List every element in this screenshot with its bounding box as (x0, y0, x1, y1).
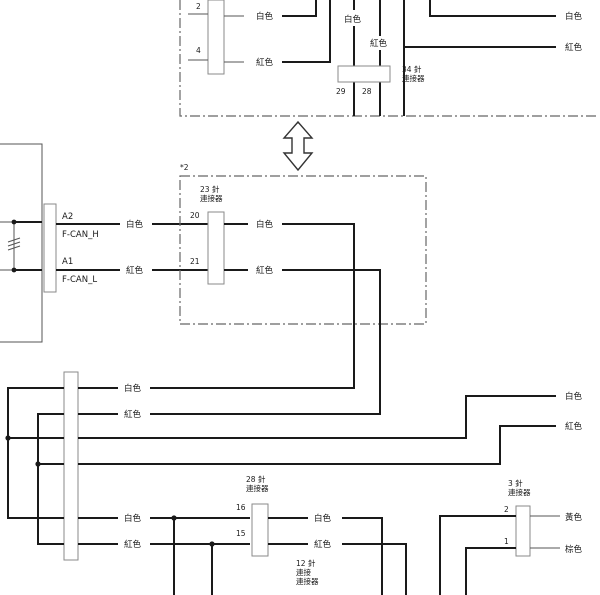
control-module (0, 143, 57, 343)
module-signal: F-CAN_H (62, 230, 99, 240)
connector-28-pin: 28 針 連接器 16 15 (236, 474, 269, 557)
pin-number: 2 (504, 505, 509, 514)
wire-label-red: 紅色 (370, 38, 388, 49)
pin-number: 2 (196, 2, 201, 11)
module-pin: A1 (62, 257, 73, 267)
wire-label-white: 白色 (565, 391, 583, 402)
connector-23-pin: 23 針 連接器 20 21 (190, 184, 225, 285)
connector-title: 23 針 (200, 184, 220, 194)
wire-label-red: 紅色 (565, 42, 583, 53)
wire-label-red: 紅色 (126, 265, 144, 276)
double-arrow-vertical-icon (282, 120, 314, 172)
connector-title: 34 針 (402, 64, 422, 74)
connector-title: 連接器 (402, 73, 425, 83)
connector-title: 連接器 (246, 483, 269, 493)
connector-title: 連接 (296, 567, 311, 577)
wire-label-white: 白色 (565, 11, 583, 22)
option-note: *2 (180, 163, 189, 172)
top-option-box (179, 0, 598, 117)
wire-label-white: 白色 (124, 383, 142, 394)
top-left-connector: 2 4 (188, 0, 244, 75)
pin-number: 4 (196, 46, 201, 55)
pin-number: 29 (336, 87, 346, 96)
pin-number: 20 (190, 211, 200, 220)
wire-label-white: 白色 (314, 513, 332, 524)
wire-label-red: 紅色 (256, 57, 274, 68)
wire-label-white: 白色 (256, 219, 274, 230)
wire-label-red: 紅色 (314, 539, 332, 550)
module-pin: A2 (62, 212, 73, 222)
connector-title: 28 針 (246, 474, 266, 484)
pin-number: 15 (236, 529, 246, 538)
connector-34-pin: 29 28 34 針 連接器 (336, 64, 425, 96)
wire-label-white: 白色 (344, 14, 362, 25)
junction-connector (63, 371, 79, 561)
wire-label-red: 紅色 (124, 539, 142, 550)
pin-number: 1 (504, 537, 509, 546)
middle-option-box: *2 (179, 163, 427, 325)
wire-label-red: 紅色 (124, 409, 142, 420)
wire-label-white: 白色 (126, 219, 144, 230)
pin-number: 28 (362, 87, 372, 96)
module-signal: F-CAN_L (62, 275, 97, 285)
wire-label-yellow: 黃色 (565, 512, 583, 523)
connector-title: 連接器 (508, 487, 531, 497)
connector-title: 12 針 (296, 558, 316, 568)
wire-label-red: 紅色 (256, 265, 274, 276)
connector-title: 連接器 (200, 193, 223, 203)
wire-label-brown: 棕色 (565, 544, 583, 555)
wire-label-red: 紅色 (565, 421, 583, 432)
connector-3-pin: 3 針 連接器 2 1 (504, 478, 531, 557)
connector-12-pin: 12 針 連接 連接器 (296, 558, 319, 586)
connector-title: 3 針 (508, 478, 523, 488)
pin-number: 16 (236, 503, 246, 512)
connector-title: 連接器 (296, 576, 319, 586)
wire-label-white: 白色 (124, 513, 142, 524)
wire-label-white: 白色 (256, 11, 274, 22)
pin-number: 21 (190, 257, 200, 266)
